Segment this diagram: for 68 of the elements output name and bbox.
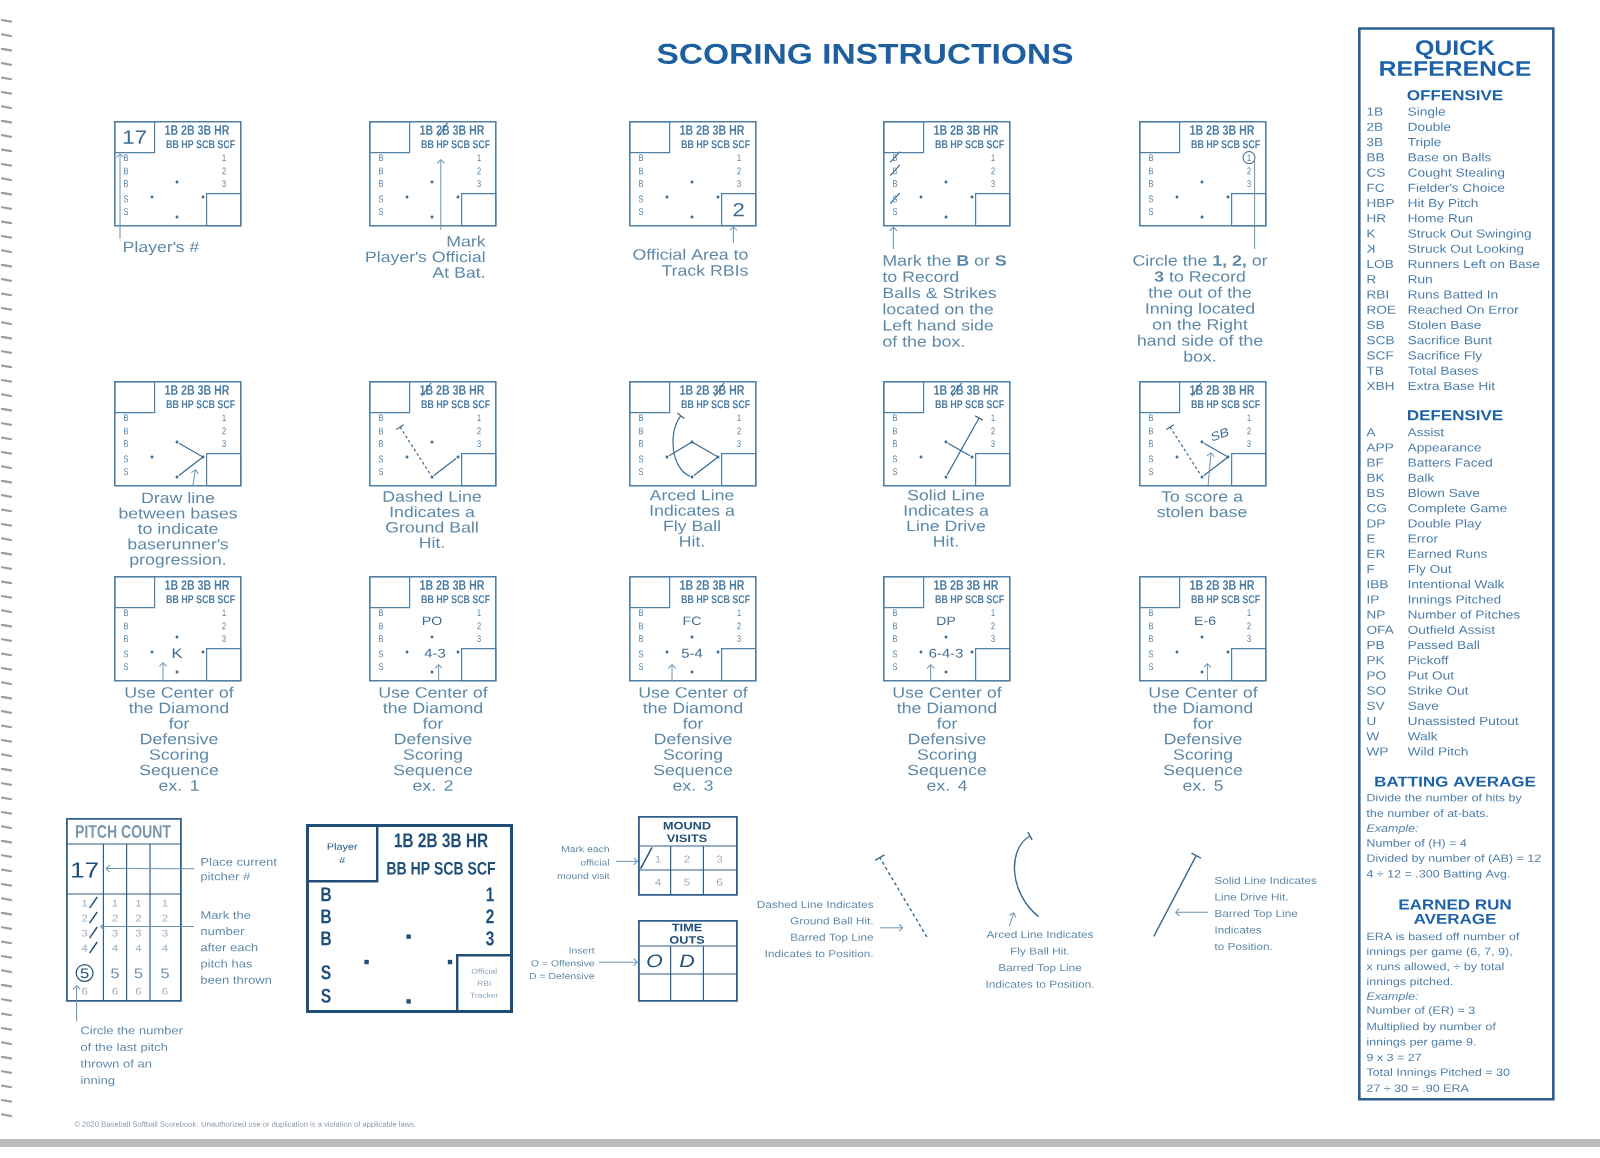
rbi-box <box>975 648 1011 682</box>
arrow <box>1203 663 1212 682</box>
player-number-box <box>629 576 671 609</box>
out-number: 2 <box>486 909 494 924</box>
player-number-box <box>1139 381 1181 414</box>
count-letter: B <box>321 887 331 902</box>
pitcher-number: 17 <box>72 862 98 878</box>
arrow <box>926 664 935 682</box>
column-headers: BB HP SCB SCF <box>387 861 496 875</box>
arrow <box>190 469 199 487</box>
count-letter: S <box>321 988 331 1003</box>
rbi-box <box>206 453 242 487</box>
rbi-box: 2 <box>721 193 757 227</box>
player-number-box <box>883 381 925 414</box>
cell-letter: O <box>647 954 663 968</box>
player-number-box <box>369 121 411 154</box>
rbi-box <box>721 453 757 487</box>
player-number-box <box>883 576 925 609</box>
rbi-box <box>461 453 497 487</box>
arrow <box>667 664 677 682</box>
arrow <box>436 159 445 231</box>
player-number-box <box>629 121 671 154</box>
hit-line <box>1153 852 1202 938</box>
player-number-box <box>369 381 411 414</box>
player-number-box <box>369 576 411 609</box>
arrow <box>729 226 738 244</box>
player-number-box <box>1139 121 1181 154</box>
player-number-box <box>114 576 156 609</box>
column-headers: 1B 2B 3B HR <box>394 833 488 848</box>
arrow <box>1008 912 1017 927</box>
table-header: PITCH COUNT <box>76 825 171 838</box>
count-letter: B <box>321 931 331 946</box>
rbi-box <box>1231 648 1267 682</box>
arrow <box>105 864 195 873</box>
arrow <box>615 857 638 866</box>
out-number: 3 <box>486 931 494 946</box>
out-number: 1 <box>486 887 494 902</box>
hit-line <box>874 854 928 938</box>
cell-letter: D <box>680 954 694 968</box>
count-letter: S <box>321 965 331 980</box>
arrow <box>434 664 443 682</box>
rbi-box <box>975 453 1011 487</box>
arrow <box>100 922 195 931</box>
rbi-box <box>206 648 242 682</box>
rbi-box <box>975 193 1011 227</box>
rbi-box <box>461 648 497 682</box>
rbi-box <box>721 648 757 682</box>
rbi-box <box>461 193 497 227</box>
title: SCORING INSTRUCTIONS <box>657 43 1073 64</box>
player-number-box <box>1139 576 1181 609</box>
count-letter: B <box>321 909 331 924</box>
panel-heading: QUICK REFERENCE <box>1380 40 1531 76</box>
arrow <box>115 153 125 240</box>
player-number-box <box>629 381 671 414</box>
leader-line <box>1254 159 1256 250</box>
arrow <box>72 985 81 1022</box>
hit-line <box>1013 831 1040 918</box>
player-number-box: 17 <box>114 121 156 154</box>
arrow <box>889 226 898 250</box>
rbi-box <box>1231 193 1267 227</box>
arrow <box>1175 908 1209 917</box>
arrow <box>158 662 168 682</box>
player-number-box <box>883 121 925 154</box>
rbi-box <box>1231 453 1267 487</box>
arrow <box>598 958 638 967</box>
rbi-box <box>206 193 242 227</box>
arrow <box>879 923 904 932</box>
player-number-box <box>114 381 156 414</box>
